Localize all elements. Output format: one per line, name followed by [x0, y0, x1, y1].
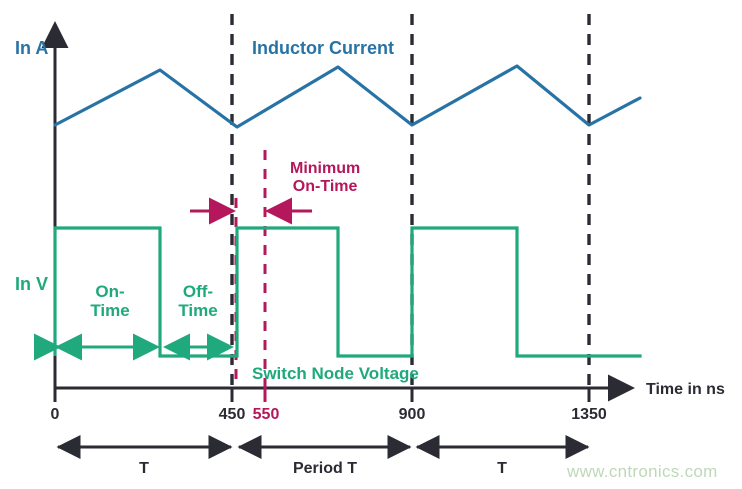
switch-node-voltage-title: Switch Node Voltage — [252, 364, 419, 383]
tick-label-900: 900 — [398, 406, 426, 423]
on-time-annotation: On- Time — [80, 282, 140, 320]
watermark: www.cntronics.com — [567, 462, 718, 481]
inductor-current-waveform — [53, 64, 642, 129]
inductor-current-title: Inductor Current — [252, 38, 394, 58]
off-time-annotation: Off- Time — [168, 282, 228, 320]
on-time-line2: Time — [90, 301, 130, 321]
minimum-on-time-line2: On-Time — [292, 177, 358, 195]
tick-label-450: 450 — [218, 406, 246, 423]
period-label-3: T — [497, 460, 507, 477]
minimum-on-time-markers — [234, 150, 267, 388]
off-time-line2: Time — [178, 301, 218, 321]
period-label-2: Period T — [292, 460, 357, 477]
tick-label-1350: 1350 — [571, 406, 607, 423]
x-axis-label: Time in ns — [646, 381, 725, 398]
tick-label-550: 550 — [252, 406, 280, 423]
tick-label-0: 0 — [50, 406, 60, 423]
y-axis-current-label: In A — [15, 38, 49, 58]
x-axis-ticks — [53, 388, 591, 402]
y-axis-voltage-label: In V — [15, 274, 49, 294]
minimum-on-time-line1: Minimum — [290, 160, 361, 177]
on-time-line1: On- — [95, 282, 125, 301]
switch-node-voltage-waveform — [53, 226, 642, 358]
minimum-on-time-annotation: Minimum On-Time — [290, 160, 360, 196]
period-label-1: T — [139, 460, 149, 477]
off-time-line1: Off- — [182, 282, 214, 301]
